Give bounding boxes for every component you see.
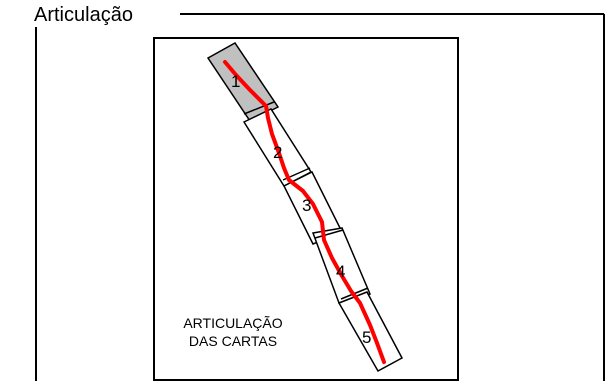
map-caption-line-2: DAS CARTAS bbox=[188, 333, 278, 349]
route-line bbox=[223, 60, 386, 364]
map-caption-line-1: ARTICULAÇÃO bbox=[183, 315, 283, 331]
sheet-1-number: 1 bbox=[231, 72, 240, 91]
panel-title: Articulação bbox=[34, 3, 139, 27]
sheet-5-number: 5 bbox=[362, 328, 371, 347]
sheet-3-number: 3 bbox=[302, 196, 311, 215]
sheet-2-number: 2 bbox=[273, 143, 282, 162]
sheet-4-number: 4 bbox=[336, 262, 345, 281]
